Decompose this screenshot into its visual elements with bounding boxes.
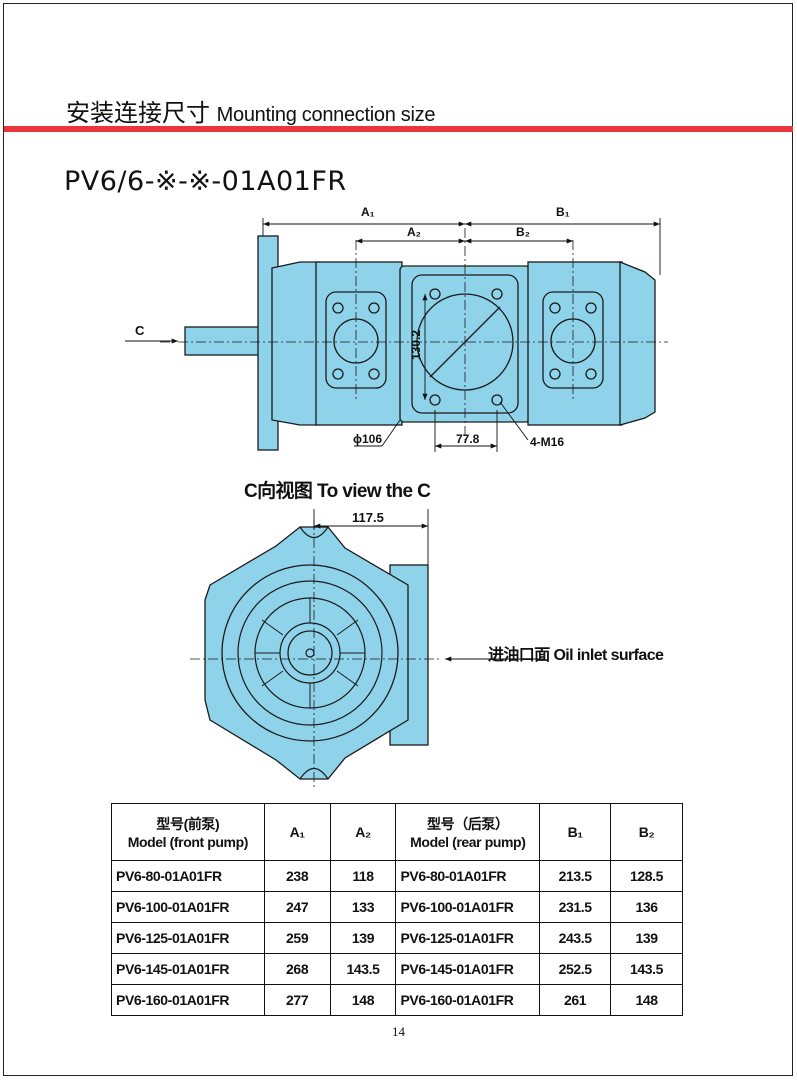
section-title-cn: 安装连接尺寸: [66, 100, 210, 127]
section-title-en: Mounting connection size: [216, 104, 436, 126]
cell-a1: 259: [263, 922, 331, 954]
dim-diameter: ϕ106: [353, 432, 382, 446]
dim-a1: A₁: [361, 205, 375, 219]
table-row: PV6-100-01A01FR 247 133 PV6-100-01A01FR …: [111, 891, 683, 923]
cell-b1: 213.5: [539, 860, 612, 892]
cell-b2: 128.5: [610, 860, 683, 892]
dim-thread: 4-M16: [530, 435, 564, 449]
dim-b1: B₁: [556, 205, 570, 219]
header-b1: B₁: [539, 803, 612, 861]
page-frame: [3, 3, 793, 1076]
cell-a2: 143.5: [329, 953, 397, 985]
view-arrow-label: C: [135, 323, 145, 338]
cell-b1: 261: [539, 984, 612, 1016]
cell-front-model: PV6-145-01A01FR: [111, 953, 265, 985]
header-divider: [4, 126, 793, 132]
header-rear-model: 型号（后泵）Model (rear pump): [395, 803, 541, 861]
cell-rear-model: PV6-125-01A01FR: [395, 922, 541, 954]
front-body-left: [271, 261, 321, 426]
dim-spacing: 77.8: [456, 432, 480, 446]
cell-front-model: PV6-100-01A01FR: [111, 891, 265, 923]
header-front-model: 型号(前泵)Model (front pump): [111, 803, 265, 861]
model-code: PV6/6-※-※-01A01FR: [64, 166, 347, 197]
cell-rear-model: PV6-100-01A01FR: [395, 891, 541, 923]
table-row: PV6-125-01A01FR 259 139 PV6-125-01A01FR …: [111, 922, 683, 954]
inlet-label: 进油口面 Oil inlet surface: [488, 647, 664, 664]
cell-a2: 139: [329, 922, 397, 954]
table-row: PV6-80-01A01FR 238 118 PV6-80-01A01FR 21…: [111, 860, 683, 892]
drive-shaft: [184, 326, 264, 356]
view-title: C向视图 To view the C: [244, 481, 431, 502]
cell-b2: 148: [610, 984, 683, 1016]
cell-front-model: PV6-80-01A01FR: [111, 860, 265, 892]
cell-a1: 238: [263, 860, 331, 892]
cell-a1: 277: [263, 984, 331, 1016]
table-row: PV6-145-01A01FR 268 143.5 PV6-145-01A01F…: [111, 953, 683, 985]
cell-b2: 143.5: [610, 953, 683, 985]
cell-rear-model: PV6-80-01A01FR: [395, 860, 541, 892]
dim-b2: B₂: [516, 225, 530, 239]
rear-end-cap: [619, 261, 656, 426]
header-a1: A₁: [263, 803, 331, 861]
spec-table: 型号(前泵)Model (front pump) A₁ A₂ 型号（后泵）Mod…: [111, 803, 683, 1016]
dim-height: 130.2: [409, 330, 423, 360]
cell-rear-model: PV6-145-01A01FR: [395, 953, 541, 985]
cell-a2: 133: [329, 891, 397, 923]
cell-rear-model: PV6-160-01A01FR: [395, 984, 541, 1016]
top-view: [184, 235, 656, 451]
dim-width: 117.5: [352, 510, 384, 525]
header-a2: A₂: [329, 803, 397, 861]
table-row: PV6-160-01A01FR 277 148 PV6-160-01A01FR …: [111, 984, 683, 1016]
cell-b1: 252.5: [539, 953, 612, 985]
cell-a1: 268: [263, 953, 331, 985]
cell-b1: 231.5: [539, 891, 612, 923]
cell-b1: 243.5: [539, 922, 612, 954]
cell-front-model: PV6-125-01A01FR: [111, 922, 265, 954]
cell-b2: 139: [610, 922, 683, 954]
section-title: 安装连接尺寸 Mounting connection size: [66, 93, 435, 128]
cell-b2: 136: [610, 891, 683, 923]
dim-a2: A₂: [407, 225, 421, 239]
cell-front-model: PV6-160-01A01FR: [111, 984, 265, 1016]
page-number: 14: [392, 1024, 405, 1039]
side-body-circle: [221, 564, 399, 742]
cell-a1: 247: [263, 891, 331, 923]
cell-a2: 118: [329, 860, 397, 892]
pump-drawing: A₁ B₁ A₂ B₂ 130.2 ϕ106 77.8 4-M16 C: [125, 205, 668, 790]
cell-a2: 148: [329, 984, 397, 1016]
header-b2: B₂: [610, 803, 683, 861]
table-header-row: 型号(前泵)Model (front pump) A₁ A₂ 型号（后泵）Mod…: [111, 803, 683, 861]
